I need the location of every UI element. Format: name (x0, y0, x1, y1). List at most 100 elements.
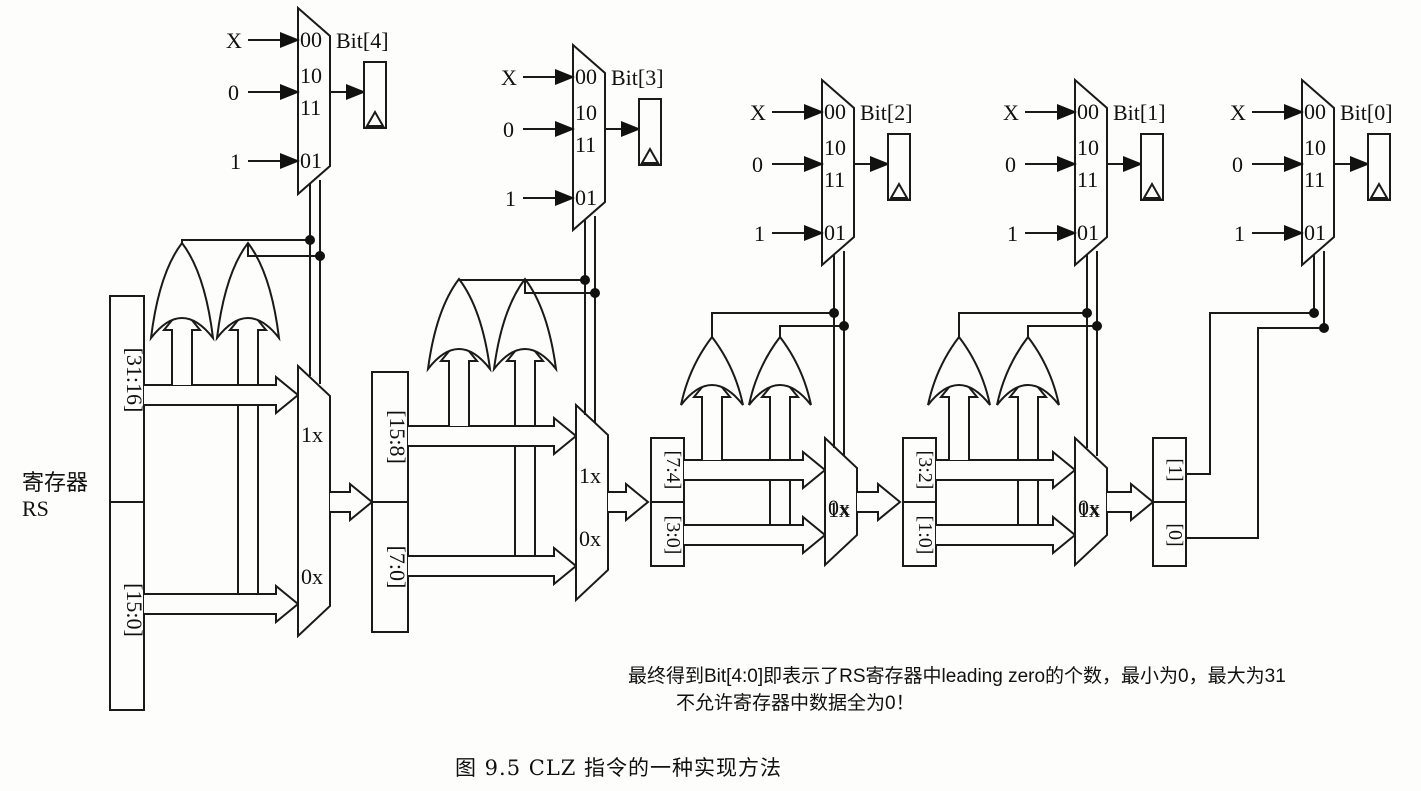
mux-select-code: 01 (575, 185, 597, 210)
stage-mux (824, 435, 858, 568)
or-gate (426, 277, 492, 373)
junction-dot (1319, 323, 1329, 333)
field-upper: [3:2] (914, 451, 936, 490)
mux-select-code: 11 (1077, 167, 1098, 192)
mux-select-code: 01 (300, 148, 322, 173)
junction-dot (1092, 321, 1102, 331)
stage-mux-label: 1x (828, 497, 850, 522)
or-gate (748, 335, 812, 406)
field-upper: [1] (1164, 458, 1186, 481)
register-label: RS (22, 496, 49, 521)
mux-input-x-label: X (1003, 100, 1019, 125)
clock-triangle-icon (640, 146, 660, 164)
figure-caption: 图 9.5 CLZ 指令的一种实现方法 (455, 756, 783, 780)
final-bit1-wire (1186, 312, 1314, 475)
result-note-line1: 最终得到Bit[4:0]即表示了RS寄存器中leading zero的个数，最小… (628, 666, 1286, 687)
bit-register (363, 61, 387, 129)
junction-dot (590, 288, 600, 298)
field-lower: [0] (1164, 523, 1186, 546)
stage-output-bus (857, 481, 902, 523)
stage-output-bus (330, 481, 374, 523)
or-gate-input-bus (504, 337, 546, 556)
mux-select-code: 10 (575, 100, 597, 125)
or-gate (149, 241, 215, 342)
mux-input-zero-label: 0 (752, 152, 763, 177)
gate-output-wire (1027, 325, 1097, 337)
mux-select-code: 11 (575, 132, 596, 157)
lower-half-bus (408, 545, 578, 587)
bit-register (638, 98, 662, 166)
mux-input-zero-label: 0 (503, 117, 514, 142)
stage-mux (1074, 435, 1108, 568)
mux-select-code: 00 (1077, 99, 1099, 124)
gate-output-wire (524, 279, 595, 294)
mux-select-code: 00 (575, 64, 597, 89)
upper-half-bus (408, 415, 578, 457)
stage-mux-label: 1x (1078, 497, 1100, 522)
junction-dot (829, 308, 839, 318)
output-mux (572, 42, 606, 233)
field-lower: [3:0] (662, 516, 684, 555)
mux-select-code: 11 (300, 95, 321, 120)
gate-output-wire (779, 325, 844, 337)
gate-output-wire (247, 243, 320, 257)
stage-mux-label: 1x (301, 422, 323, 447)
bit-label: Bit[3] (611, 65, 664, 90)
stage-mux-label: 0x (579, 526, 601, 551)
stage-mux-label: 0x (828, 495, 850, 520)
mux-select-code: 00 (824, 99, 846, 124)
or-gate-input-bus (227, 306, 269, 594)
bit-label: Bit[4] (336, 28, 389, 53)
or-gate (927, 335, 991, 406)
field-upper: [15:8] (385, 410, 410, 464)
mux-select-code: 10 (1077, 135, 1099, 160)
junction-dot (1082, 308, 1092, 318)
mux-select-code: 10 (1304, 135, 1326, 160)
register-label: 寄存器 (22, 470, 88, 495)
stage-mux-label: 0x (301, 564, 323, 589)
lower-half-bus (144, 583, 300, 625)
stage-output-bus (608, 481, 650, 523)
mux-input-one-label: 1 (754, 221, 765, 246)
output-mux (1301, 77, 1335, 268)
mux-select-code: 01 (1077, 220, 1099, 245)
mux-select-code: 10 (300, 63, 322, 88)
output-mux (297, 5, 331, 197)
junction-dot (305, 235, 315, 245)
mux-select-code: 11 (1304, 167, 1325, 192)
mux-input-x-label: X (1230, 100, 1246, 125)
mux-select-code: 10 (824, 135, 846, 160)
junction-dot (1309, 308, 1319, 318)
mux-select-code: 11 (824, 167, 845, 192)
mux-input-one-label: 1 (1007, 221, 1018, 246)
or-gate (680, 335, 744, 406)
mux-input-zero-label: 0 (1005, 152, 1016, 177)
clock-triangle-icon (365, 109, 385, 127)
lower-half-bus (684, 514, 827, 556)
mux-input-x-label: X (750, 100, 766, 125)
mux-input-one-label: 1 (1234, 221, 1245, 246)
mux-input-one-label: 1 (505, 186, 516, 211)
mux-select-code: 01 (824, 220, 846, 245)
clock-triangle-icon (1142, 181, 1162, 199)
mux-input-zero-label: 0 (228, 80, 239, 105)
field-lower: [7:0] (385, 546, 410, 589)
bit-label: Bit[0] (1340, 100, 1393, 125)
junction-dot (839, 321, 849, 331)
junction-dot (315, 251, 325, 261)
or-gate-input-bus (1007, 373, 1049, 525)
or-gate-input-bus (759, 373, 801, 525)
mux-select-code: 00 (1304, 99, 1326, 124)
mux-input-x-label: X (501, 65, 517, 90)
mux-input-x-label: X (226, 28, 242, 53)
field-upper: [31:16] (122, 348, 147, 413)
output-mux (1074, 77, 1108, 268)
mux-select-code: 01 (1304, 220, 1326, 245)
clock-triangle-icon (889, 181, 909, 199)
upper-half-bus (144, 374, 300, 416)
or-gate (215, 241, 281, 342)
clock-triangle-icon (1369, 181, 1389, 199)
lower-half-bus (936, 514, 1077, 556)
bit-label: Bit[1] (1113, 100, 1166, 125)
